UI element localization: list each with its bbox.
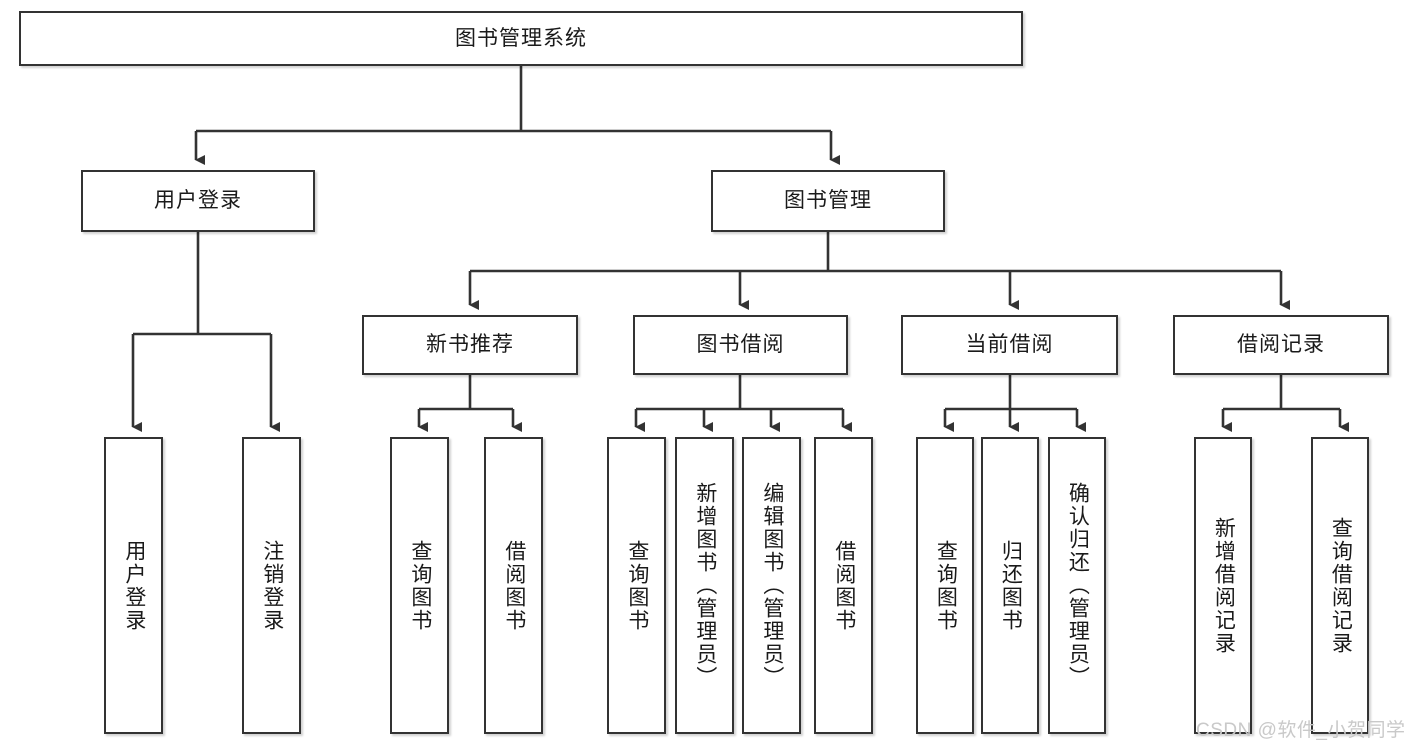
leaf-user-login[interactable]: 用户登录 [104, 437, 163, 734]
leaf-borrow-book-recommend[interactable]: 借阅图书 [484, 437, 543, 734]
node-new-book-recommend[interactable]: 新书推荐 [362, 315, 578, 375]
leaf-edit-book[interactable]: 编辑图书（管理员） [742, 437, 801, 734]
leaf-confirm-return[interactable]: 确认归还（管理员） [1048, 437, 1106, 734]
node-root[interactable]: 图书管理系统 [19, 11, 1023, 66]
leaf-add-borrow-record[interactable]: 新增借阅记录 [1194, 437, 1252, 734]
leaf-query-book-current[interactable]: 查询图书 [916, 437, 974, 734]
node-borrow-record[interactable]: 借阅记录 [1173, 315, 1389, 375]
node-user-login[interactable]: 用户登录 [81, 170, 315, 232]
node-current-borrow[interactable]: 当前借阅 [901, 315, 1118, 375]
leaf-query-book-borrow[interactable]: 查询图书 [607, 437, 666, 734]
leaf-borrow-book[interactable]: 借阅图书 [814, 437, 873, 734]
leaf-add-book[interactable]: 新增图书（管理员） [675, 437, 734, 734]
leaf-query-book-recommend[interactable]: 查询图书 [390, 437, 449, 734]
leaf-query-borrow-record[interactable]: 查询借阅记录 [1311, 437, 1369, 734]
node-book-manage[interactable]: 图书管理 [711, 170, 945, 232]
node-book-borrow[interactable]: 图书借阅 [633, 315, 848, 375]
leaf-logout-login[interactable]: 注销登录 [242, 437, 301, 734]
leaf-return-book[interactable]: 归还图书 [981, 437, 1039, 734]
csdn-watermark: CSDN @软件_小贺同学 [1196, 720, 1405, 741]
